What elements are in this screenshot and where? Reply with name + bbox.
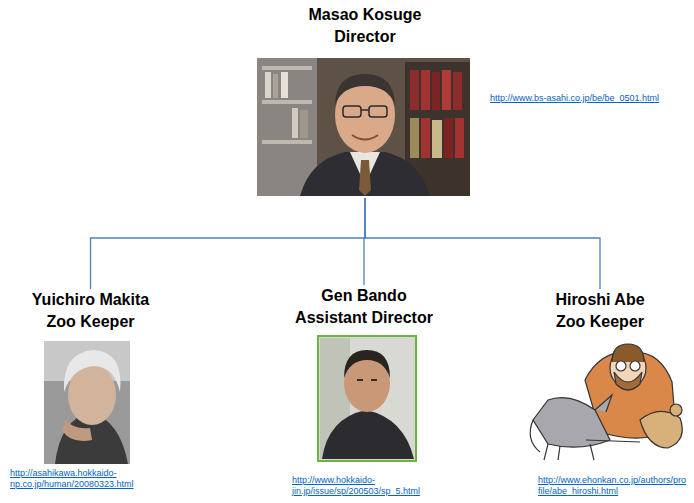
source-url: http://www.ehonkan.co.jp/authors/profile… [538,475,688,497]
director-photo [257,58,470,196]
assistant-director-photo [318,336,416,461]
source-url: http://www.bs-asahi.co.jp/be/be_0501.htm… [490,93,690,104]
person-node: Hiroshi AbeZoo Keeper [510,289,690,339]
person-name: Gen Bando [283,285,445,307]
source-url: http://asahikawa.hokkaido-np.co.jp/human… [10,468,150,490]
org-connector [365,198,600,289]
source-url: http://www.hokkaido-jin.jp/issue/sp/2005… [292,475,452,497]
job-title: Zoo Keeper [18,311,163,333]
cartoon-illustration [530,344,682,460]
person-node: Gen BandoAssistant Director [283,285,445,335]
person-name: Yuichiro Makita [18,289,163,311]
person-node: Yuichiro MakitaZoo Keeper [18,289,163,339]
org-connector [91,198,366,289]
keeper-photo [44,341,130,464]
job-title: Director [255,26,475,48]
person-name: Masao Kosuge [255,4,475,26]
person-node: Masao KosugeDirector [255,4,475,198]
job-title: Zoo Keeper [510,311,690,333]
person-name: Hiroshi Abe [510,289,690,311]
job-title: Assistant Director [283,307,445,329]
